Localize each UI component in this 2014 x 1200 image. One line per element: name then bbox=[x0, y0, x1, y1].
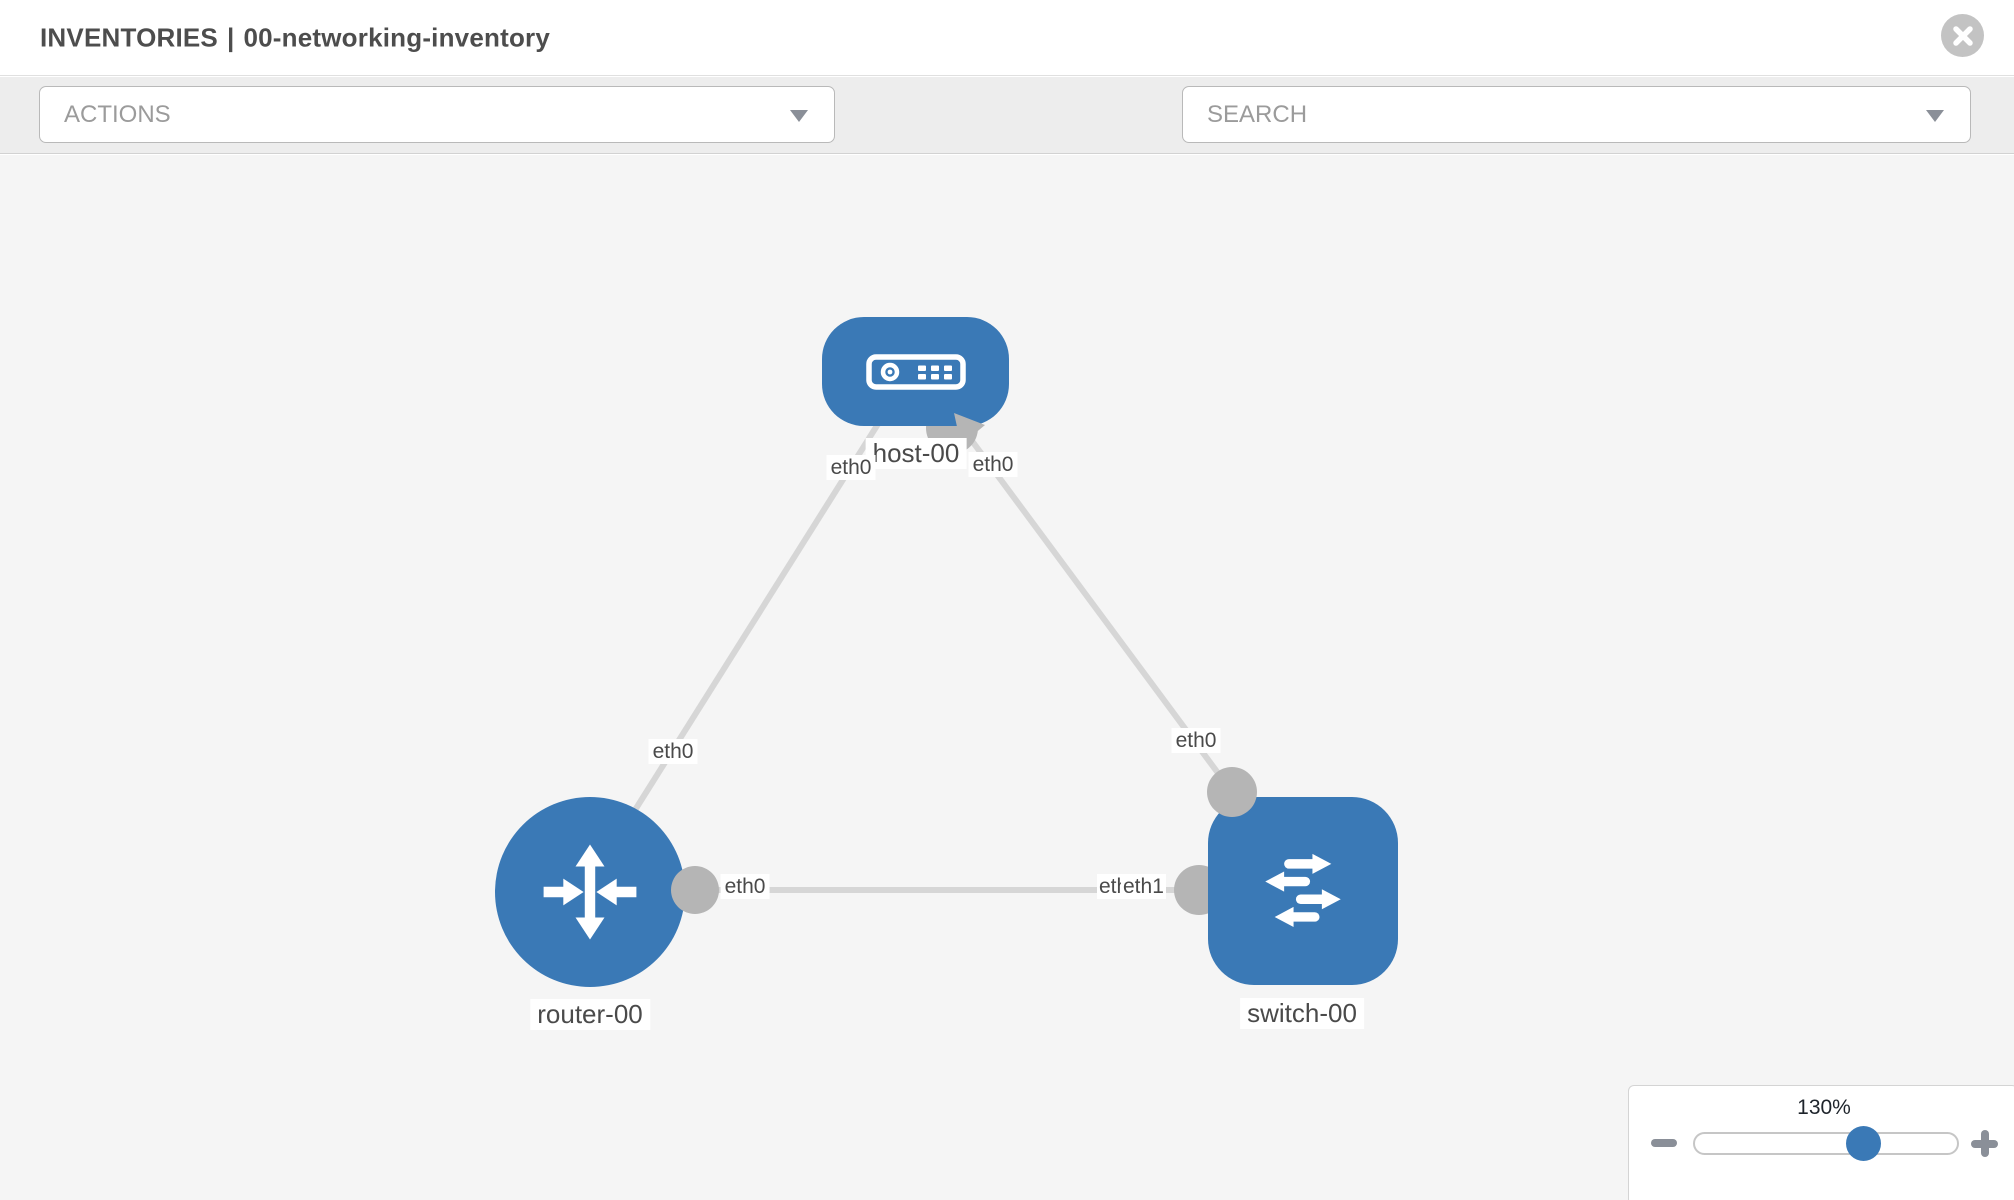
node-label-switch: switch-00 bbox=[1240, 998, 1364, 1029]
window-header: INVENTORIES | 00-networking-inventory bbox=[0, 0, 2014, 76]
plus-icon bbox=[1981, 1130, 1989, 1157]
node-label-host: host-00 bbox=[865, 438, 967, 469]
actions-dropdown-label: ACTIONS bbox=[64, 100, 171, 128]
close-button[interactable] bbox=[1941, 14, 1984, 57]
zoom-out-button minus-icon[interactable] bbox=[1651, 1139, 1677, 1147]
topology-canvas[interactable] bbox=[0, 155, 2014, 1200]
interface-label: eth0 bbox=[1171, 728, 1221, 753]
interface-label: eth1 bbox=[1121, 874, 1166, 899]
host-icon bbox=[865, 353, 966, 390]
zoom-slider-track[interactable] bbox=[1693, 1132, 1959, 1155]
switch-icon bbox=[1265, 853, 1341, 927]
node-host-00[interactable] bbox=[822, 317, 1009, 426]
router-icon bbox=[543, 844, 637, 940]
zoom-in-button[interactable] bbox=[1971, 1130, 1998, 1157]
interface-label: eth0 bbox=[648, 739, 698, 764]
search-dropdown-label: SEARCH bbox=[1207, 100, 1308, 128]
port-circle-router-right bbox=[671, 866, 719, 914]
breadcrumb-section: INVENTORIES bbox=[40, 22, 218, 52]
toolbar: ACTIONS SEARCH bbox=[0, 77, 2014, 207]
node-switch-00[interactable] bbox=[1208, 797, 1398, 985]
breadcrumb-separator: | bbox=[226, 22, 235, 52]
zoom-slider-thumb[interactable] bbox=[1846, 1126, 1881, 1161]
zoom-level-label: 130% bbox=[1797, 1096, 1851, 1119]
interface-label: eth0 bbox=[826, 455, 876, 480]
chevron-down-icon bbox=[1926, 109, 1944, 122]
breadcrumb-inventory-name: 00-networking-inventory bbox=[243, 22, 551, 52]
interface-label: eth0 bbox=[968, 452, 1018, 477]
actions-dropdown[interactable]: ACTIONS bbox=[39, 86, 835, 143]
port-circle-switch-top bbox=[1207, 767, 1257, 817]
chevron-down-icon bbox=[790, 109, 808, 122]
close-icon bbox=[1952, 25, 1973, 46]
page-title: INVENTORIES | 00-networking-inventory bbox=[40, 22, 550, 53]
node-router-00[interactable] bbox=[495, 797, 685, 987]
search-dropdown[interactable]: SEARCH bbox=[1182, 86, 1971, 143]
node-label-router: router-00 bbox=[530, 999, 650, 1030]
zoom-control-panel: 130% bbox=[1628, 1085, 2014, 1200]
interface-label: eth0 bbox=[720, 874, 770, 899]
